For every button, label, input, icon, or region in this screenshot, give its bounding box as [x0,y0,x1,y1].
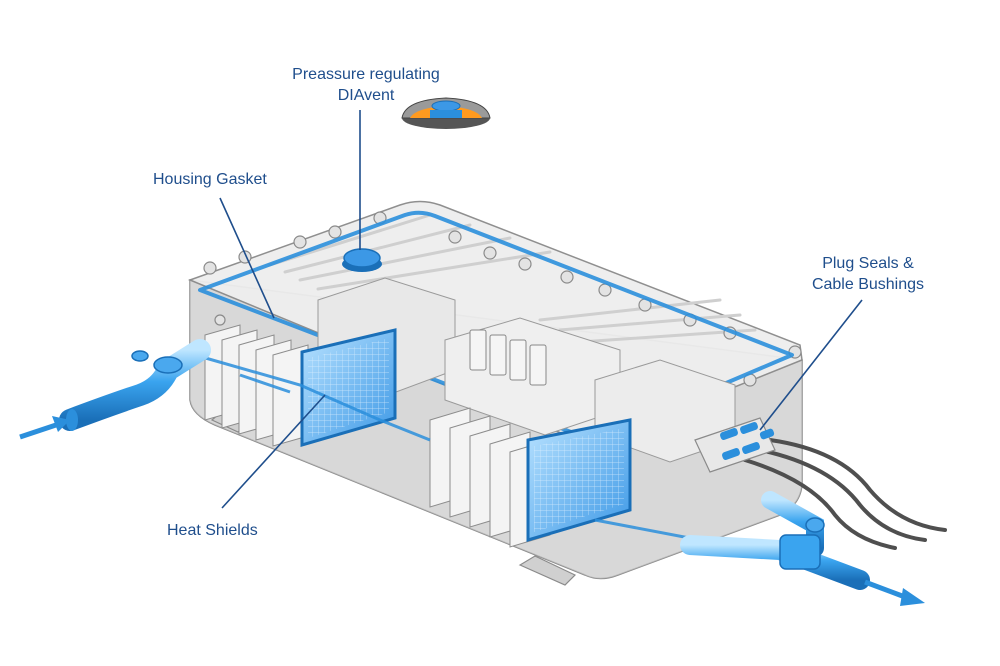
callout-diavent: Preassure regulating DIAvent [278,64,454,106]
callout-heat-shields: Heat Shields [167,522,258,539]
diavent-detail-icon [401,97,491,129]
callout-housing-gasket: Housing Gasket [153,171,267,188]
callout-lines [219,110,863,509]
plug-seals [694,417,776,473]
coolant-inlet-pipe [19,339,211,440]
diavent-on-lid [342,248,382,272]
callout-plug-seals-line1: Plug Seals & [822,255,914,272]
housing-gasket [198,210,794,442]
outlet-arrow-icon [900,588,925,606]
coolant-channels [194,353,701,542]
callout-plug-seals-line2: Cable Bushings [811,276,925,293]
cell-stack-left [204,324,309,447]
callout-diavent-line2: DIAvent [337,87,395,104]
cables [743,438,947,550]
callout-plug-seals: Plug Seals & Cable Bushings [800,253,936,295]
inlet-arrow-icon [52,416,70,432]
coolant-outlet-pipe [680,491,925,606]
callout-diavent-line1: Preassure regulating [292,66,440,83]
heat-shield-right [526,418,632,543]
